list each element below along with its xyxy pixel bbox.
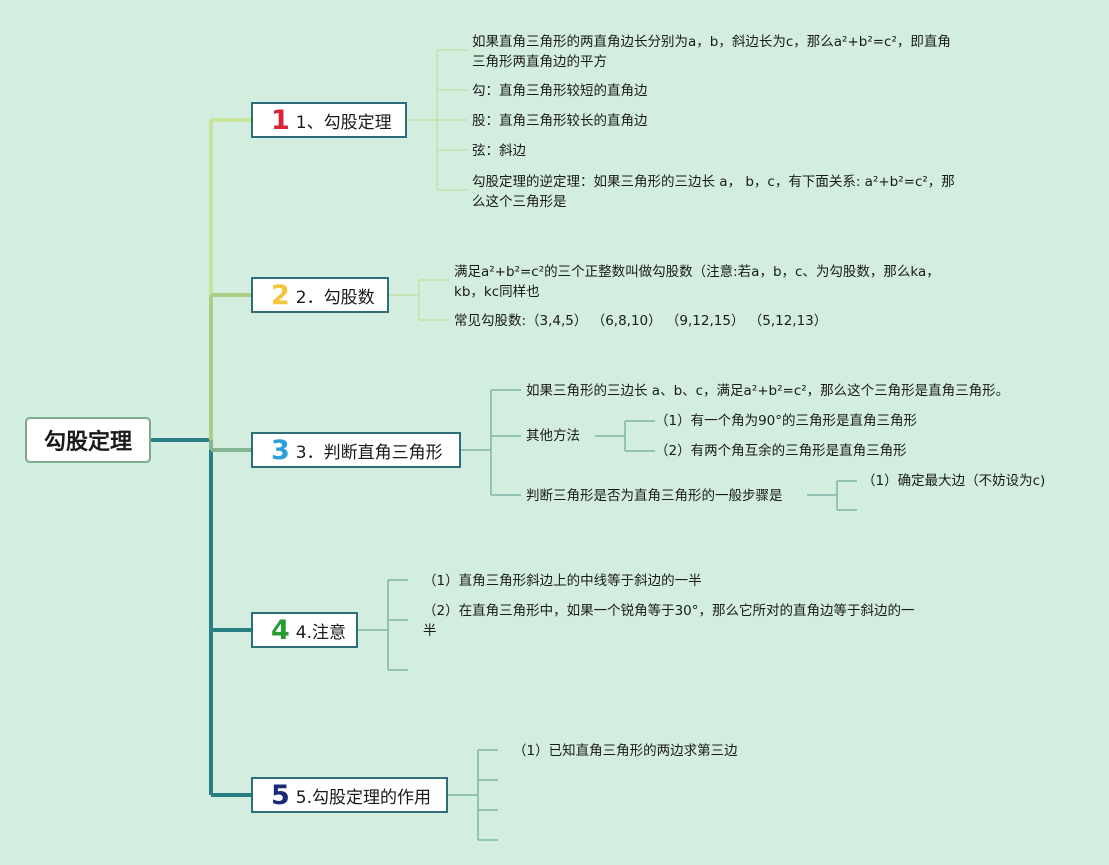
branch-4-leaf-lines [358, 579, 408, 671]
branch-5-leaf-1: （1）已知直角三角形的两边求第三边 [513, 743, 738, 759]
branch-4-leaf-2: （2）在直角三角形中，如果一个锐角等于30°，那么它所对的直角边等于斜边的一半 [423, 603, 915, 639]
branch-4-label: 4.注意 [295, 622, 347, 643]
branch-4-node[interactable]: 4 4.注意 [251, 612, 358, 648]
branch-1-leaf-4: 弦：斜边 [472, 143, 526, 159]
branch-3-sub-1: （1）有一个角为90°的三角形是直角三角形 [655, 413, 918, 429]
branch-3-leaf-lines [461, 389, 857, 511]
branch-2-node[interactable]: 2 2．勾股数 [251, 277, 389, 313]
branch-5-number-icon: 5 [271, 779, 290, 811]
branch-1-leaf-3: 股：直角三角形较长的直角边 [472, 113, 648, 129]
branch-1-label: 1、勾股定理 [295, 112, 392, 133]
branch-1-leaf-2: 勾：直角三角形较短的直角边 [472, 83, 648, 99]
branch-5-node[interactable]: 5 5.勾股定理的作用 [251, 777, 448, 813]
branch-3-sub-2: （2）有两个角互余的三角形是直角三角形 [655, 443, 907, 459]
branch-3-leaf-1: 如果三角形的三边长 a、b、c，满足a²+b²=c²，那么这个三角形是直角三角形… [526, 383, 1010, 399]
branch-4-number-icon: 4 [271, 614, 290, 646]
branch-2-label: 2．勾股数 [295, 287, 375, 308]
branch-3-leaf-2: 其他方法 [526, 428, 580, 444]
branch-1-node[interactable]: 1 1、勾股定理 [251, 102, 407, 138]
root-label: 勾股定理 [43, 430, 132, 455]
branch-3-node[interactable]: 3 3．判断直角三角形 [251, 432, 461, 468]
root-node[interactable]: 勾股定理 [25, 417, 151, 463]
branch-3-leaf-3: 判断三角形是否为直角三角形的一般步骤是 [526, 488, 783, 504]
branch-1-number-icon: 1 [271, 104, 290, 136]
branch-3-label: 3．判断直角三角形 [295, 442, 443, 463]
branch-5-label: 5.勾股定理的作用 [295, 787, 432, 808]
branch-3-step-1: （1）确定最大边（不妨设为c) [862, 473, 1046, 489]
branch-1-leaf-lines [407, 49, 467, 191]
branch-1-leaf-5: 勾股定理的逆定理：如果三角形的三边长 a， b，c，有下面关系: a²+b²=c… [472, 174, 955, 210]
branch-3-number-icon: 3 [271, 434, 290, 466]
branch-1-leaf-1: 如果直角三角形的两直角边长分别为a，b，斜边长为c，那么a²+b²=c²，即直角… [472, 34, 951, 70]
branch-2-leaf-1: 满足a²+b²=c²的三个正整数叫做勾股数（注意:若a，b，c、为勾股数，那么k… [454, 264, 940, 300]
branch-5-leaf-lines [448, 749, 498, 841]
branch-2-leaf-2: 常见勾股数:（3,4,5） （6,8,10） （9,12,15） （5,12,1… [454, 313, 828, 329]
branch-4-leaf-1: （1）直角三角形斜边上的中线等于斜边的一半 [423, 573, 702, 589]
branch-2-leaf-lines [389, 279, 449, 321]
branch-2-number-icon: 2 [271, 279, 290, 311]
